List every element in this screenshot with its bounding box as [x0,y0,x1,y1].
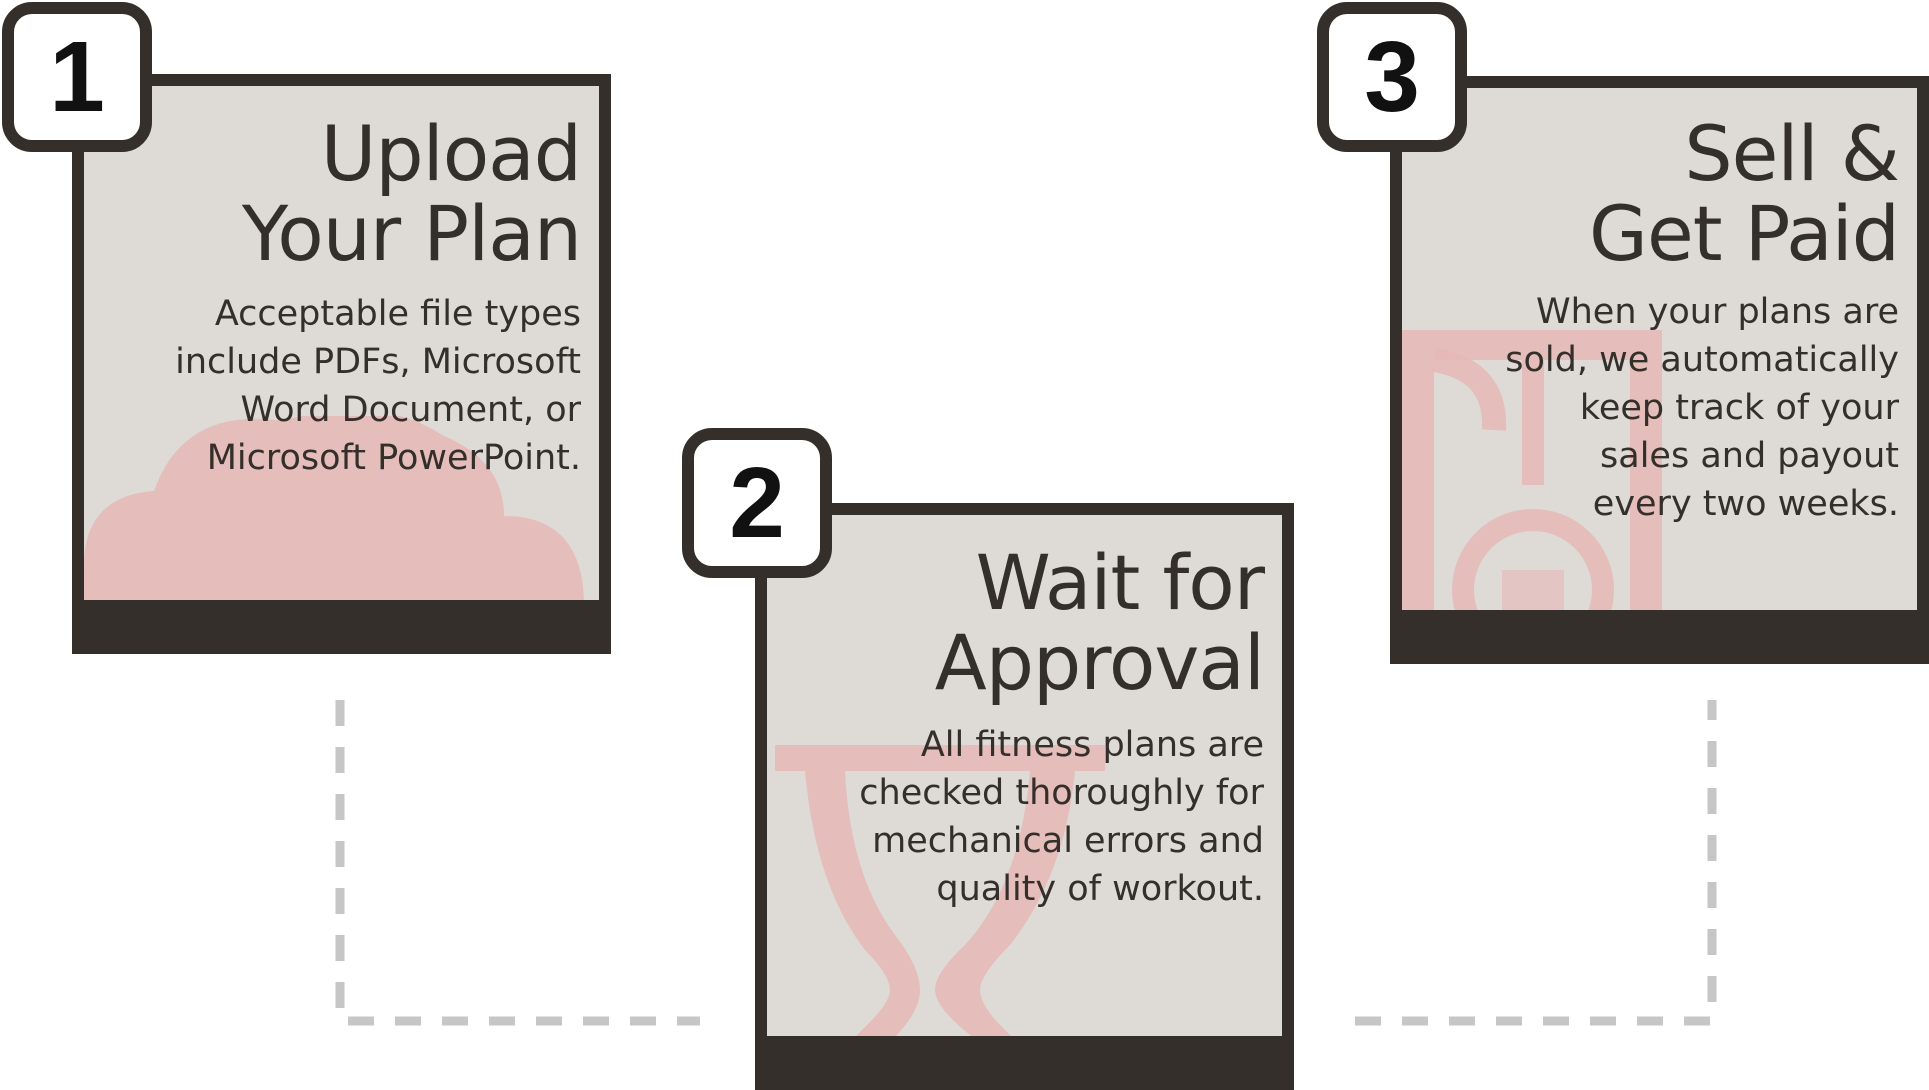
step-card-1: Upload Your Plan Acceptable file types i… [72,74,611,654]
connector-step1-to-step2 [335,700,700,1026]
step-title-1: Upload Your Plan [241,109,582,278]
step-title-2: Wait for Approval [934,538,1265,707]
step-description-2: All fitness plans are checked thoroughly… [859,725,1264,909]
step-title-3: Sell & Get Paid [1589,109,1900,278]
step-description-3: When your plans are sold, we automatical… [1505,292,1899,524]
step-number-2: 2 [729,446,785,559]
step-card-3: Sell & Get Paid When your plans are sold… [1390,76,1929,664]
connector-step2-to-step3 [1355,700,1717,1026]
step-number-3: 3 [1364,20,1420,133]
step-number-1: 1 [49,20,105,133]
step-number-badge-2: 2 [682,428,832,578]
step-number-badge-1: 1 [2,2,152,152]
step-number-badge-3: 3 [1317,2,1467,152]
step-description-1: Acceptable file types include PDFs, Micr… [175,294,581,478]
step-card-2: Wait for Approval All fitness plans are … [755,503,1294,1090]
step-card-footer-1 [84,600,599,654]
step-card-footer-3 [1402,610,1917,664]
step-card-footer-2 [767,1036,1282,1090]
